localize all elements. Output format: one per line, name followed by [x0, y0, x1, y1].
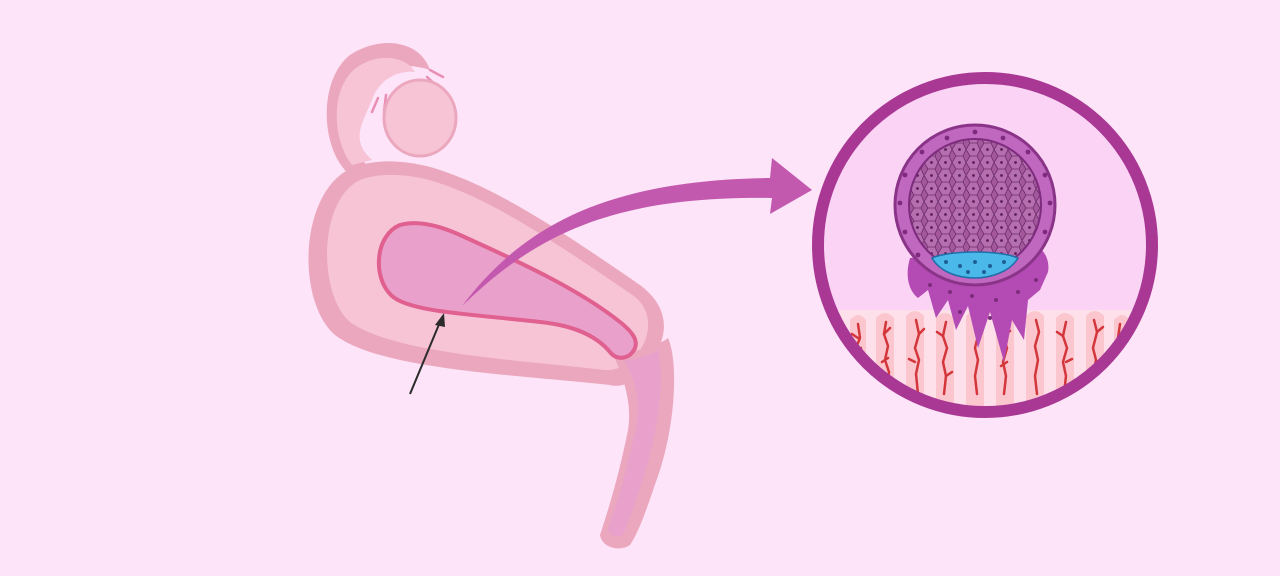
- vaginal-canal-inner: [608, 350, 661, 537]
- inset-ring: [812, 72, 1158, 418]
- magnify-inset: [812, 72, 1158, 418]
- hypoblast-cells: [930, 251, 1020, 279]
- pointer-arrow: [409, 313, 445, 395]
- ovary: [382, 78, 458, 158]
- blastocyst: [893, 123, 1057, 287]
- fallopian-tube-inner: [336, 57, 415, 165]
- trophoblast-nuclei: [897, 129, 1053, 258]
- uterine-cavity: [376, 221, 638, 360]
- uterus-group: [308, 43, 675, 549]
- connector-arrow: [462, 158, 812, 306]
